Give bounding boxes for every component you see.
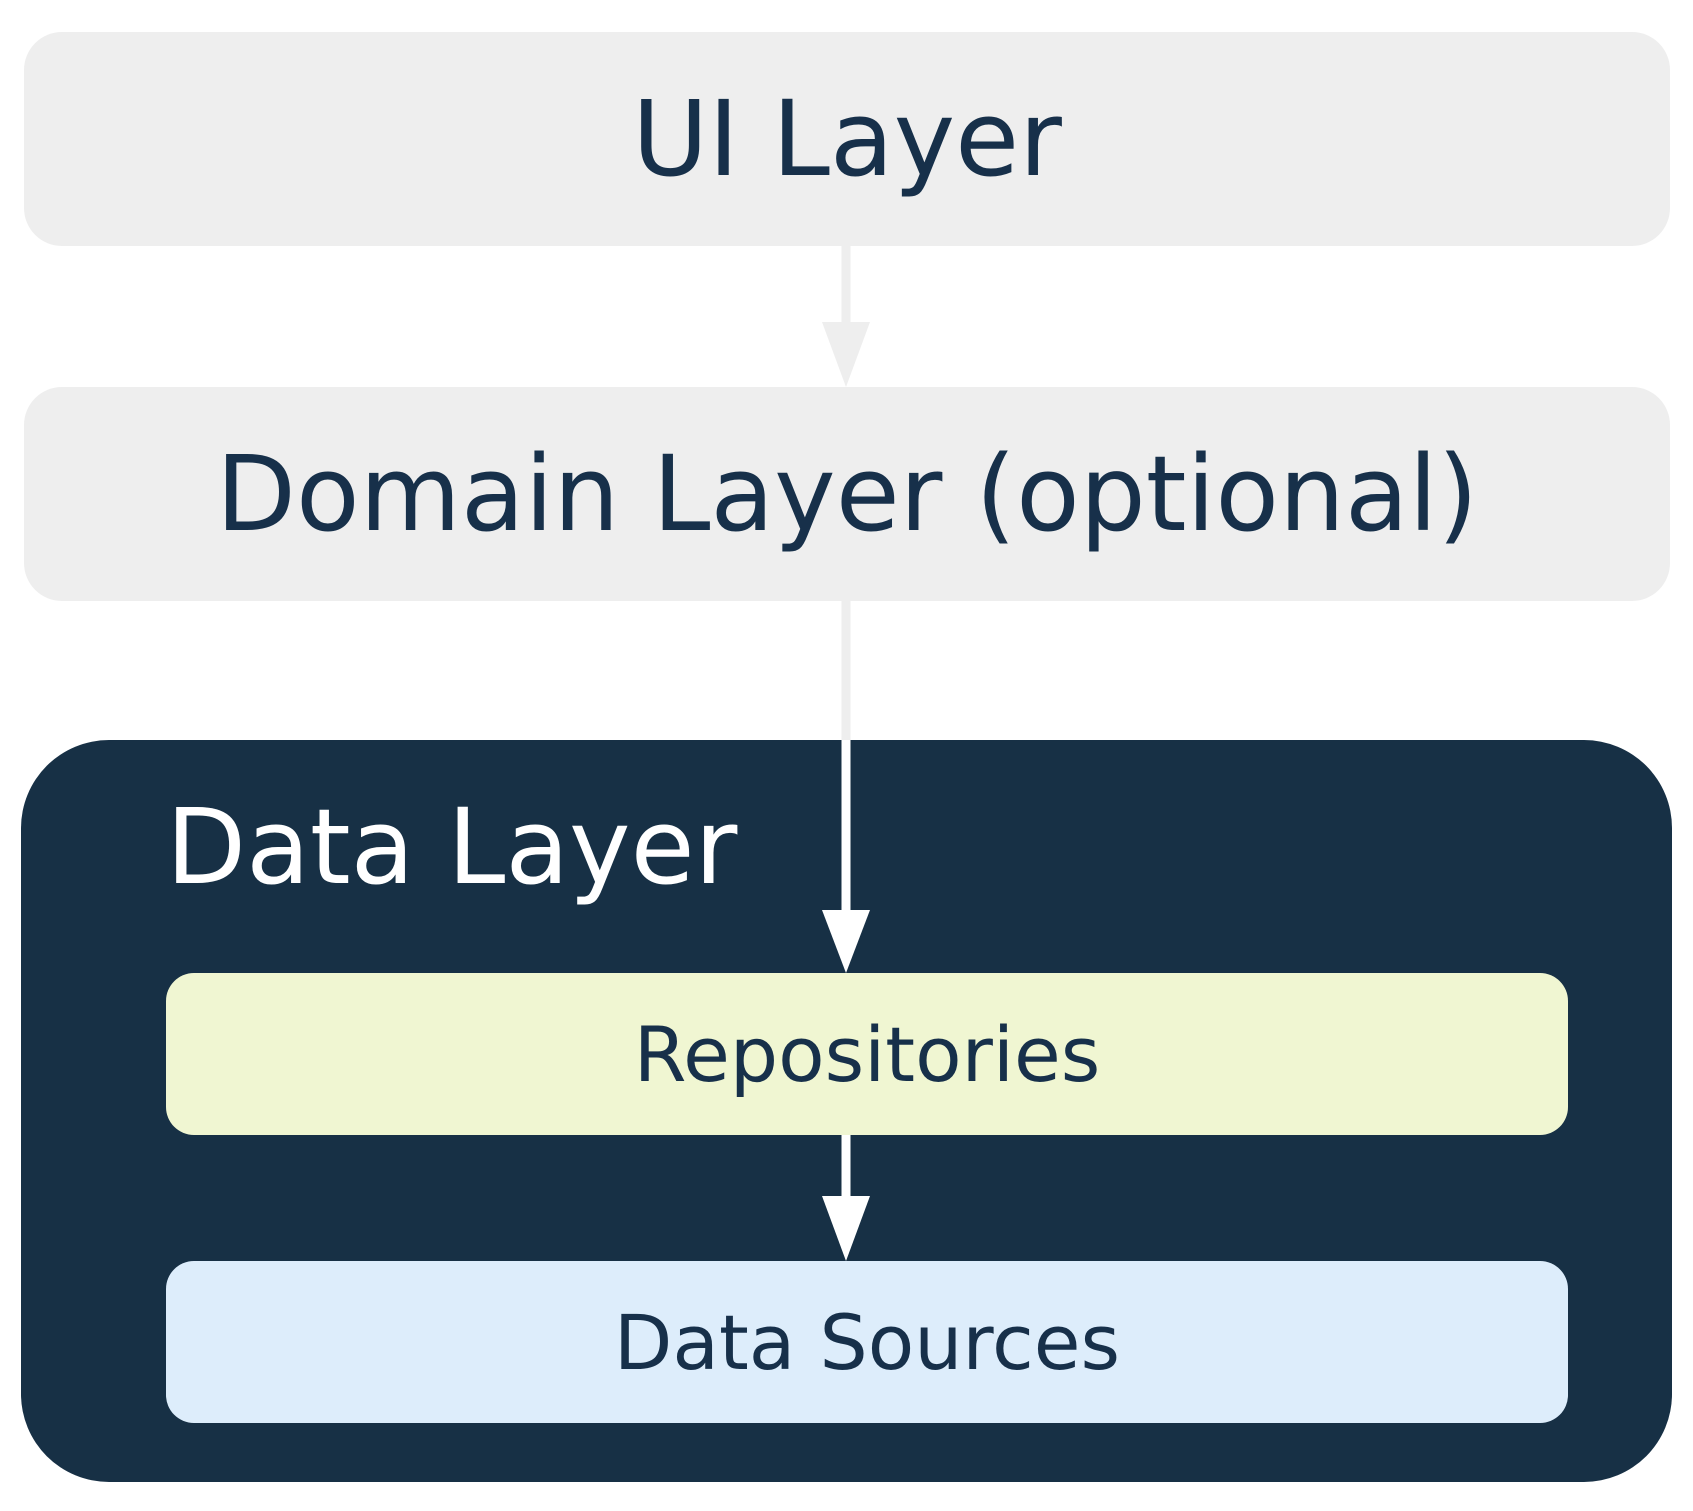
data-sources-label: Data Sources [613,1297,1121,1387]
repositories-box: Repositories [166,973,1568,1135]
data-layer-box: Data Layer Repositories Data Sources [21,740,1672,1482]
domain-layer-label: Domain Layer (optional) [215,433,1479,555]
ui-layer-box: UI Layer [24,32,1670,246]
domain-layer-box: Domain Layer (optional) [24,387,1670,601]
data-layer-title: Data Layer [166,786,738,908]
ui-layer-label: UI Layer [632,78,1062,200]
repositories-label: Repositories [633,1009,1101,1099]
data-sources-box: Data Sources [166,1261,1568,1423]
arrow-ui-to-domain [822,246,870,387]
